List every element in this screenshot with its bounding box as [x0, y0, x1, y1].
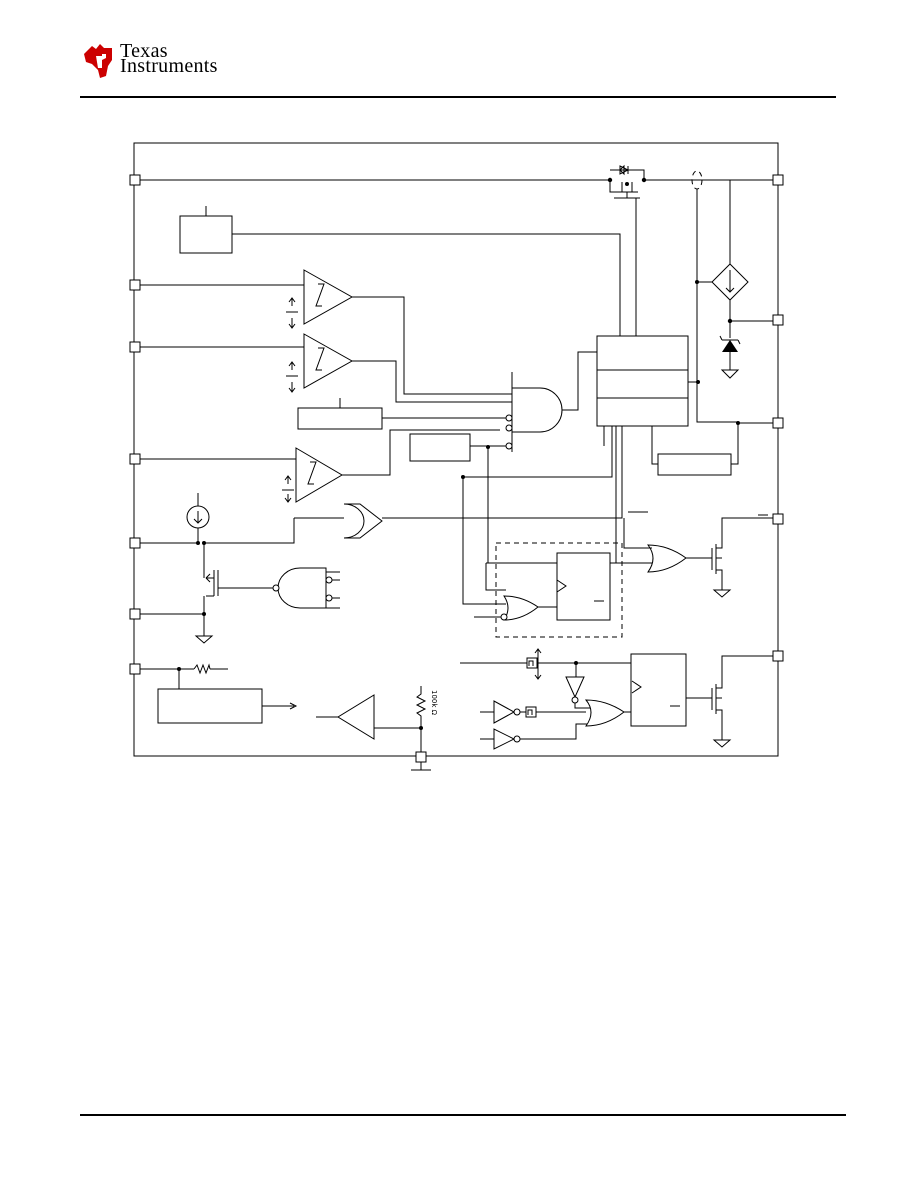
pin-right-2	[772, 314, 784, 326]
pin-right-1	[772, 174, 784, 186]
footer-rule	[80, 1114, 846, 1116]
resistor-1	[193, 663, 211, 675]
ti-wordmark: Texas Instruments	[120, 41, 218, 77]
lower-left-block	[157, 688, 263, 724]
pass-switch	[609, 164, 645, 336]
header-rule	[80, 96, 836, 98]
pin-left-6	[129, 608, 141, 620]
resistor-100k-label: 100k Ω	[430, 690, 438, 716]
output-fet-1	[711, 514, 773, 598]
lower-amp	[337, 694, 375, 740]
internal-block-a	[297, 407, 383, 430]
flip-flop-2	[630, 653, 687, 727]
internal-block-b	[409, 433, 471, 462]
and-gate	[511, 387, 563, 433]
nand-gate	[277, 567, 327, 609]
logo-line-2: Instruments	[120, 55, 218, 77]
comparator-1	[303, 269, 354, 325]
reference-block	[179, 215, 233, 254]
or-gate-2	[646, 544, 687, 573]
pin-right-3	[772, 417, 784, 429]
zener-diode	[722, 340, 738, 352]
or-gate-1	[503, 595, 539, 621]
pin-left-5	[129, 537, 141, 549]
latch-group	[495, 542, 623, 638]
pin-left-7	[129, 663, 141, 675]
right-supply-line	[696, 189, 738, 423]
pin-left-2	[129, 279, 141, 291]
or-gate-3	[584, 699, 625, 727]
pin-left-4	[129, 453, 141, 465]
pin-bottom-gnd	[415, 751, 427, 763]
comparator-2	[303, 333, 354, 389]
output-fet-2	[686, 655, 773, 748]
comparator-3	[295, 447, 343, 503]
pin-left-3	[129, 341, 141, 353]
pin-right-4	[772, 513, 784, 525]
inverter-1	[565, 676, 585, 699]
buffer-amp	[343, 503, 383, 539]
resistor-100k	[415, 686, 427, 728]
ti-logo-icon	[84, 44, 112, 78]
logo-line-1: Texas	[120, 40, 168, 62]
discharge-fet	[140, 543, 278, 644]
pin-right-5	[772, 650, 784, 662]
pin-left-1	[129, 174, 141, 186]
timer-block	[657, 453, 732, 476]
control-logic	[596, 335, 689, 427]
deglitch-1	[526, 657, 538, 669]
